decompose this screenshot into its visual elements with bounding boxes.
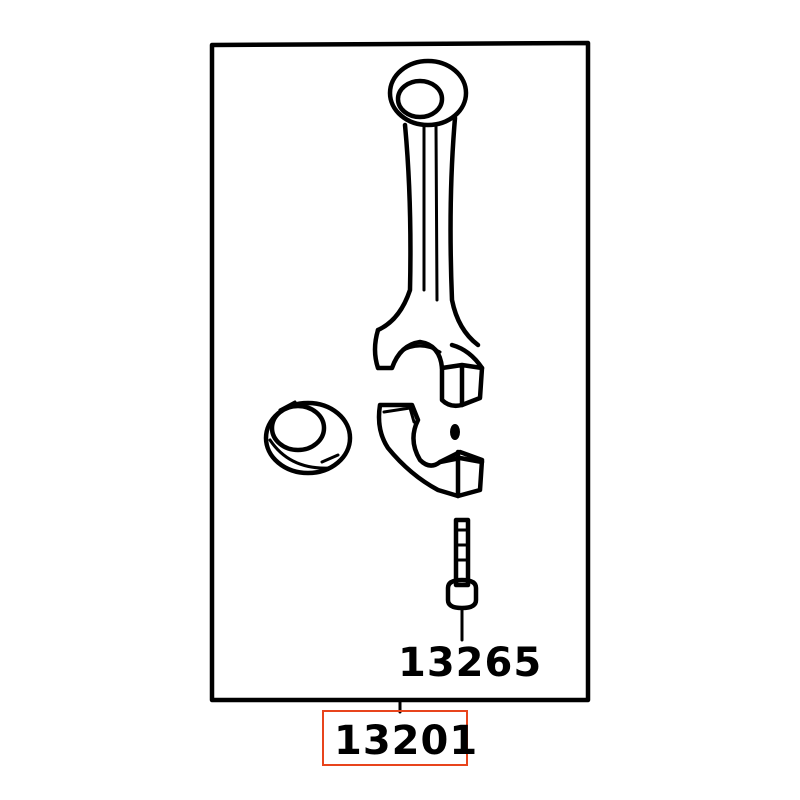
rod-cap-body <box>376 402 485 499</box>
rod-cap <box>376 402 485 499</box>
bolt-head <box>445 577 479 611</box>
bearing-split <box>268 400 340 470</box>
rod-cap-lip <box>382 406 416 424</box>
big-end-boss <box>439 362 485 408</box>
big-end-detail <box>398 344 442 354</box>
rod-cap-boss <box>437 449 485 499</box>
big-end-upper <box>372 327 485 409</box>
bolt-thread <box>454 528 470 562</box>
assembly-number-highlight <box>322 710 468 766</box>
bolt-shaft <box>453 517 471 588</box>
part-number-label-bolt[interactable]: 13265 <box>398 640 543 686</box>
part-number-label-assembly[interactable]: 13201 <box>334 718 479 764</box>
small-end-bore <box>395 78 445 120</box>
rod-bolt <box>445 517 479 642</box>
bearing-shell <box>263 400 353 476</box>
dowel-pin <box>450 424 460 440</box>
assembly-frame <box>209 40 591 703</box>
small-end-outer <box>387 58 469 128</box>
rod-shank-left <box>375 122 413 333</box>
rod-shank-rib <box>422 123 439 302</box>
connecting-rod <box>372 58 485 409</box>
bearing-outer <box>263 400 353 476</box>
rod-shank-right <box>448 115 481 348</box>
bearing-inner <box>269 403 327 453</box>
